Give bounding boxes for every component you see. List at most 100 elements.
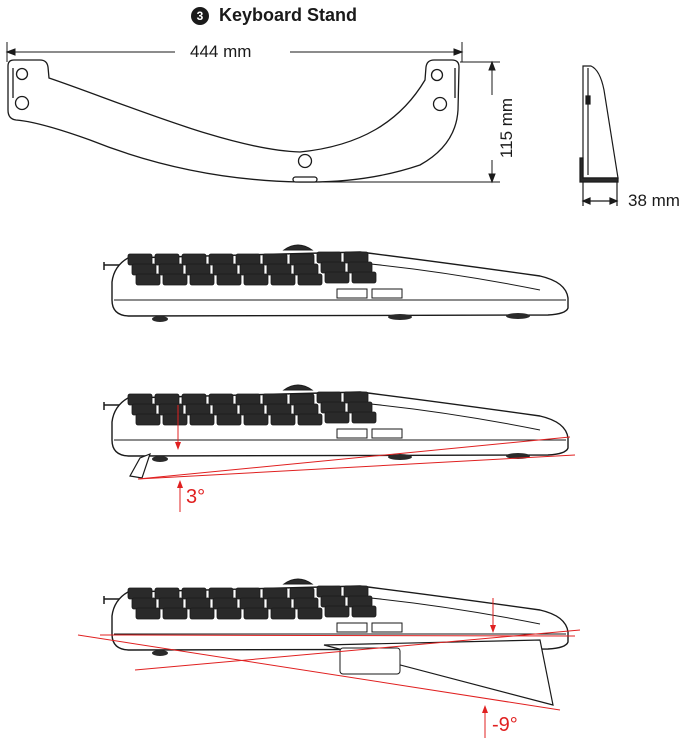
key-cap bbox=[213, 264, 237, 275]
key-cap bbox=[290, 254, 314, 265]
tilt-arrowhead-negative-bottom bbox=[482, 705, 488, 713]
tilt-arrowhead-positive-bottom bbox=[177, 480, 183, 488]
key-cap bbox=[317, 586, 341, 597]
key-cap bbox=[186, 264, 210, 275]
indicator-window-left bbox=[337, 623, 367, 632]
key-cap bbox=[290, 394, 314, 405]
key-cap bbox=[217, 414, 241, 425]
key-cap bbox=[344, 392, 368, 403]
key-cap bbox=[298, 414, 322, 425]
keyboard-positive-tilt-view bbox=[104, 385, 568, 462]
key-cap bbox=[244, 608, 268, 619]
key-cap bbox=[352, 272, 376, 283]
key-cap bbox=[317, 252, 341, 263]
key-cap bbox=[263, 588, 287, 599]
key-cap bbox=[263, 254, 287, 265]
key-cap bbox=[182, 254, 206, 265]
key-cap bbox=[128, 588, 152, 599]
keyboard-flat-view bbox=[104, 245, 568, 322]
tilt-line-positive-b bbox=[138, 455, 575, 479]
key-cap bbox=[182, 394, 206, 405]
key-cap bbox=[321, 402, 345, 413]
key-cap bbox=[298, 608, 322, 619]
scroll-knob bbox=[284, 385, 312, 390]
key-cap bbox=[344, 586, 368, 597]
foot-middle bbox=[388, 454, 412, 460]
foot-left bbox=[152, 316, 168, 322]
key-cap bbox=[236, 588, 260, 599]
key-cap bbox=[244, 414, 268, 425]
key-cap bbox=[159, 264, 183, 275]
indicator-window-left bbox=[337, 429, 367, 438]
key-cap bbox=[132, 264, 156, 275]
key-cap bbox=[186, 598, 210, 609]
key-cap bbox=[271, 608, 295, 619]
key-cap bbox=[348, 402, 372, 413]
key-cap bbox=[213, 404, 237, 415]
negative-tilt-angle-label: -9° bbox=[492, 714, 518, 737]
key-cap bbox=[159, 404, 183, 415]
foot-right bbox=[506, 313, 530, 319]
key-cap bbox=[213, 598, 237, 609]
indicator-window-right bbox=[372, 623, 402, 632]
key-cap bbox=[352, 606, 376, 617]
key-cap bbox=[240, 264, 264, 275]
key-cap bbox=[267, 404, 291, 415]
positive-tilt-angle-label: 3° bbox=[186, 486, 205, 509]
key-cap bbox=[128, 394, 152, 405]
indicator-window-right bbox=[372, 289, 402, 298]
key-cap bbox=[136, 274, 160, 285]
key-cap bbox=[294, 404, 318, 415]
key-cap bbox=[163, 274, 187, 285]
key-cap bbox=[271, 274, 295, 285]
key-cap bbox=[294, 264, 318, 275]
key-cap bbox=[325, 272, 349, 283]
indicator-window-right bbox=[372, 429, 402, 438]
key-cap bbox=[163, 414, 187, 425]
key-cap bbox=[128, 254, 152, 265]
key-cap bbox=[236, 254, 260, 265]
scroll-knob bbox=[284, 245, 312, 250]
key-cap bbox=[132, 598, 156, 609]
key-cap bbox=[155, 254, 179, 265]
key-cap bbox=[186, 404, 210, 415]
key-cap bbox=[298, 274, 322, 285]
key-cap bbox=[217, 274, 241, 285]
key-cap bbox=[325, 412, 349, 423]
key-cap bbox=[217, 608, 241, 619]
foot-left bbox=[152, 650, 168, 656]
key-cap bbox=[136, 608, 160, 619]
key-cap bbox=[263, 394, 287, 405]
key-cap bbox=[317, 392, 341, 403]
key-cap bbox=[132, 404, 156, 415]
key-cap bbox=[321, 262, 345, 273]
key-cap bbox=[155, 394, 179, 405]
scroll-knob bbox=[284, 579, 312, 584]
key-cap bbox=[240, 404, 264, 415]
stand-window-negative bbox=[340, 648, 400, 674]
foot-middle bbox=[388, 314, 412, 320]
key-cap bbox=[325, 606, 349, 617]
key-cap bbox=[159, 598, 183, 609]
key-cap bbox=[163, 608, 187, 619]
key-cap bbox=[136, 414, 160, 425]
indicator-window-left bbox=[337, 289, 367, 298]
key-cap bbox=[344, 252, 368, 263]
key-cap bbox=[209, 254, 233, 265]
key-cap bbox=[209, 588, 233, 599]
key-cap bbox=[182, 588, 206, 599]
key-cap bbox=[321, 596, 345, 607]
key-cap bbox=[190, 608, 214, 619]
key-cap bbox=[267, 598, 291, 609]
key-cap bbox=[290, 588, 314, 599]
key-cap bbox=[236, 394, 260, 405]
key-cap bbox=[240, 598, 264, 609]
stand-leg-positive bbox=[130, 454, 150, 478]
key-cap bbox=[267, 264, 291, 275]
key-cap bbox=[348, 596, 372, 607]
key-cap bbox=[271, 414, 295, 425]
key-cap bbox=[190, 414, 214, 425]
foot-left bbox=[152, 456, 168, 462]
